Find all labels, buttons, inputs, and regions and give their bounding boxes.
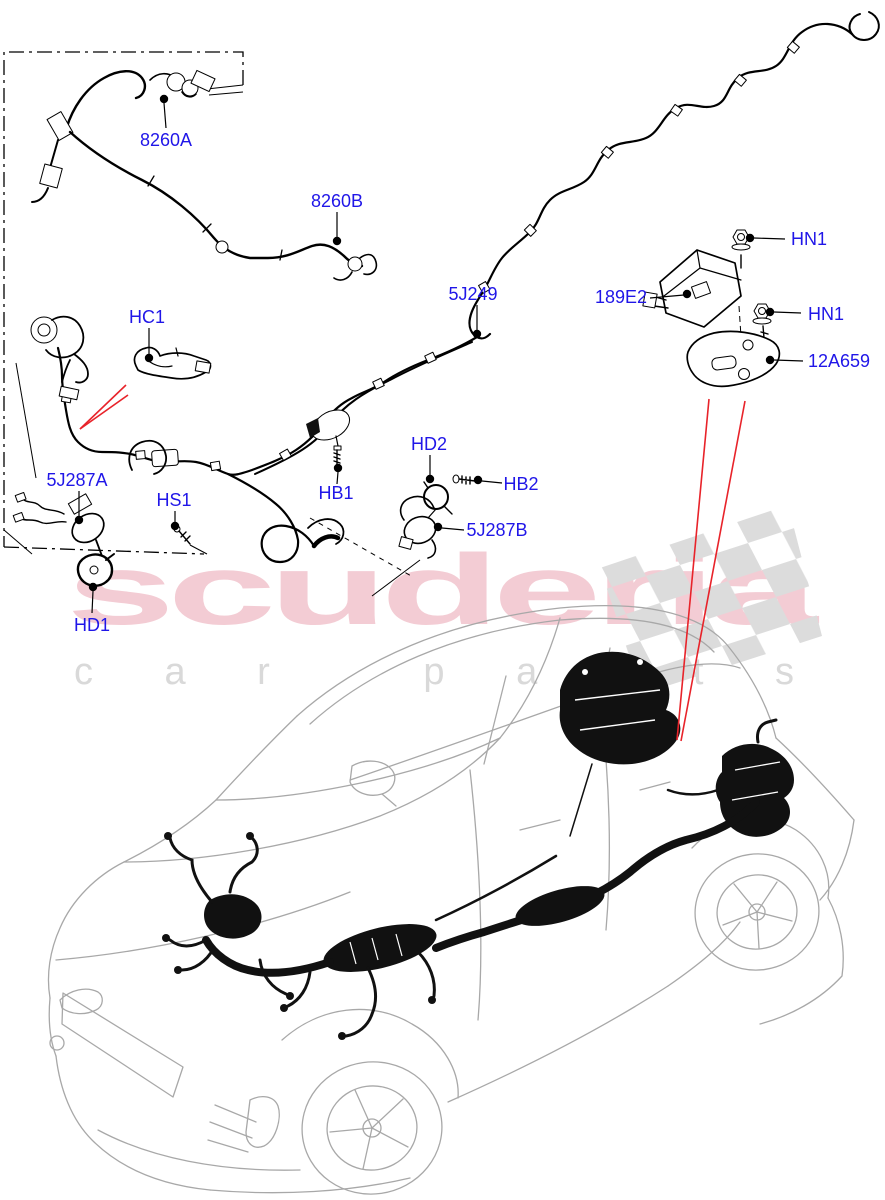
callout-8260B: 8260B	[311, 191, 363, 246]
callout-HB1: HB1	[318, 463, 354, 503]
callout-5J287A: 5J287A	[46, 470, 108, 525]
callout-HN1-lower: HN1	[765, 304, 844, 324]
callout-HN1-upper: HN1	[745, 229, 827, 249]
callout-label-HC1: HC1	[129, 307, 165, 327]
clamp-hd1	[76, 553, 115, 587]
vehicle-highlight-parts	[162, 651, 794, 1040]
callout-8260A: 8260A	[140, 94, 192, 150]
clamp-hd2	[423, 484, 449, 510]
callout-label-HN1-lower: HN1	[808, 304, 844, 324]
clamp-screw-pump-group	[398, 474, 476, 559]
checkered-flag-graphic	[600, 505, 822, 694]
callout-label-HB1: HB1	[318, 483, 353, 503]
callout-label-HB2: HB2	[503, 474, 538, 494]
callout-HD1: HD1	[74, 582, 110, 635]
callouts: 8260A 8260B 5J249 HN1 189E2 HN1 12A659	[46, 94, 870, 635]
callout-12A659: 12A659	[765, 351, 870, 371]
filler-pipe-assembly-on-car	[715, 743, 794, 837]
callout-label-8260A: 8260A	[140, 130, 192, 150]
callout-HC1: HC1	[129, 307, 165, 363]
callout-label-189E2: 189E2	[595, 287, 647, 307]
callout-5J287B: 5J287B	[433, 520, 528, 540]
mounting-bracket	[306, 409, 351, 465]
pointer-line-clip-a	[79, 384, 127, 430]
callout-label-HN1-upper: HN1	[791, 229, 827, 249]
callout-5J249: 5J249	[448, 284, 498, 339]
callout-label-HD1: HD1	[74, 615, 110, 635]
callout-label-HD2: HD2	[411, 434, 447, 454]
clip-part-hc1	[133, 346, 212, 380]
callout-HB2: HB2	[473, 474, 539, 494]
engine-harness-on-car	[323, 924, 437, 972]
pointer-line-clip-b	[79, 394, 129, 430]
inset-boundary	[3, 51, 244, 547]
callout-label-12A659: 12A659	[808, 351, 870, 371]
pointer-line-canister-a	[676, 398, 710, 741]
callout-label-HS1: HS1	[156, 490, 191, 510]
fuel-pipe-run	[30, 11, 880, 597]
vehicle-outline	[47, 604, 855, 1195]
callout-HS1: HS1	[156, 490, 192, 531]
red-pointer-lines	[79, 384, 746, 742]
purge-valve-assembly	[642, 229, 781, 388]
parts-artwork	[3, 11, 880, 597]
pointer-line-canister-b	[680, 400, 746, 742]
filler-hose-assembly	[31, 69, 378, 281]
callout-label-8260B: 8260B	[311, 191, 363, 211]
callout-label-5J287B: 5J287B	[466, 520, 527, 540]
callout-189E2: 189E2	[595, 287, 692, 307]
callout-label-5J249: 5J249	[448, 284, 497, 304]
fuel-line-on-car	[432, 798, 760, 952]
hose-ring-end	[30, 315, 89, 401]
callout-label-5J287A: 5J287A	[46, 470, 107, 490]
screw-hb2	[458, 475, 476, 485]
callout-HD2: HD2	[411, 434, 447, 484]
pipe-clips	[60, 40, 800, 472]
grille	[61, 992, 184, 1098]
fuel-vapour-canister-on-car	[559, 651, 681, 765]
nut-hn1-upper	[731, 229, 751, 269]
